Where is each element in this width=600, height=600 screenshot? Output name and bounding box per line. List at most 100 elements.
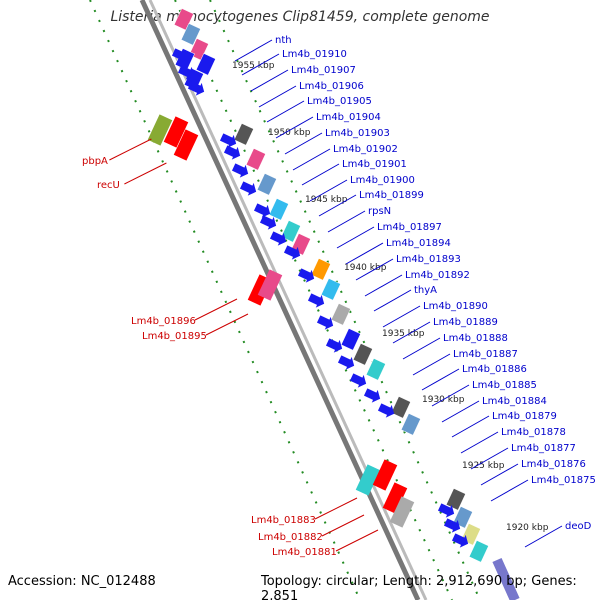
gene-block-forward	[340, 328, 361, 351]
ruler-tick-label: 1935 kbp	[382, 329, 425, 339]
gene-block-rect	[257, 269, 283, 301]
forward-leader-line	[460, 431, 499, 454]
gene-block-reverse	[355, 464, 381, 496]
forward-gene-label: Lm4b_01899	[359, 190, 424, 201]
forward-leader-line	[373, 289, 412, 312]
gene-block-forward	[310, 258, 331, 281]
gene-block-reverse	[382, 482, 408, 514]
forward-leader-line	[355, 258, 394, 281]
forward-leader-line	[250, 69, 289, 92]
reverse-gene-label: Lm4b_01896	[131, 316, 196, 327]
forward-gene-label: Lm4b_01876	[521, 459, 586, 470]
forward-gene-label: Lm4b_01887	[453, 349, 518, 360]
forward-gene-label: deoD	[565, 521, 592, 532]
accession-text: Accession: NC_012488	[8, 574, 156, 589]
gene-block-rect	[245, 148, 266, 171]
gene-arrow-forward	[297, 268, 315, 283]
gene-block-forward	[445, 488, 466, 511]
map-title: Listeria monocytogenes Clip81459, comple…	[110, 9, 490, 25]
arrow-shape	[231, 163, 249, 178]
gene-block-rect	[180, 23, 201, 46]
arrow-shape	[451, 533, 469, 548]
gene-block-rect	[280, 220, 301, 243]
forward-leader-line	[364, 274, 403, 297]
gene-arrow-forward	[283, 245, 301, 260]
arrow-shape	[437, 503, 455, 518]
arrow-shape	[349, 373, 367, 388]
forward-gene-label: Lm4b_01901	[342, 159, 407, 170]
gene-arrow-forward	[316, 315, 334, 330]
forward-gene-label: Lm4b_01905	[307, 96, 372, 107]
arrow-shape	[253, 203, 271, 218]
gene-block-forward	[195, 53, 216, 76]
arrow-shape	[239, 181, 257, 196]
gene-block-rect	[233, 123, 254, 146]
gene-arrow-forward	[349, 373, 367, 388]
forward-leader-line	[392, 321, 431, 344]
arrow-shape	[223, 145, 241, 160]
forward-gene-label: Lm4b_01879	[492, 411, 557, 422]
arrow-shape	[177, 65, 195, 80]
gene-arrow-forward	[239, 181, 257, 196]
forward-gene-label: Lm4b_01894	[386, 238, 451, 249]
gene-block-forward	[256, 173, 277, 196]
gene-block-rect	[389, 496, 415, 528]
forward-gene-label: Lm4b_01888	[443, 333, 508, 344]
forward-gene-label: Lm4b_01875	[531, 475, 596, 486]
gene-block-forward	[390, 396, 411, 419]
reverse-leader-line	[321, 514, 365, 537]
ruler-tick-label: 1945 kbp	[305, 195, 348, 205]
forward-leader-line	[421, 368, 460, 391]
forward-gene-label: Lm4b_01885	[472, 380, 537, 391]
arrow-shape	[307, 293, 325, 308]
gene-block-forward	[233, 123, 254, 146]
forward-leader-line	[382, 305, 421, 328]
gene-block-forward	[268, 198, 289, 221]
arrow-shape	[443, 518, 461, 533]
ruler-tick-label: 1955 kbp	[232, 61, 275, 71]
forward-gene-label: Lm4b_01877	[511, 443, 576, 454]
gene-block-forward	[173, 8, 194, 31]
forward-gene-label: Lm4b_01897	[377, 222, 442, 233]
axis-end-marker	[492, 557, 520, 600]
genome-axis-shadow	[148, 0, 428, 600]
topology-text: Topology: circular; Length: 2,912,690 bp…	[261, 574, 577, 600]
gene-block-rect	[330, 303, 351, 326]
forward-leader-line	[402, 337, 441, 360]
gene-arrow-forward	[337, 355, 355, 370]
arrow-shape	[337, 355, 355, 370]
forward-gene-label: Lm4b_01903	[325, 128, 390, 139]
gene-block-rect	[320, 278, 341, 301]
gene-block-rect	[468, 540, 489, 563]
genome-axis	[139, 0, 421, 600]
forward-gene-label: Lm4b_01893	[396, 254, 461, 265]
gene-block-reverse	[147, 114, 173, 146]
gene-arrow-forward	[437, 503, 455, 518]
forward-leader-line	[451, 415, 490, 438]
forward-leader-line	[275, 116, 314, 139]
gene-arrow-forward	[443, 518, 461, 533]
gene-block-forward	[400, 413, 421, 436]
forward-gene-label: Lm4b_01902	[333, 144, 398, 155]
forward-leader-line	[309, 179, 348, 202]
forward-gene-label: Lm4b_01900	[350, 175, 415, 186]
arrow-shape	[297, 268, 315, 283]
arrow-shape	[283, 245, 301, 260]
forward-leader-line	[345, 242, 384, 265]
gene-block-rect	[256, 173, 277, 196]
gene-arrow-forward	[253, 203, 271, 218]
ruler-tick-label: 1920 kbp	[506, 523, 549, 533]
gene-block-rect	[195, 53, 216, 76]
gene-features	[147, 8, 489, 563]
reverse-leader-line	[335, 529, 379, 552]
forward-gene-label: Lm4b_01910	[282, 49, 347, 60]
forward-leader-line	[258, 85, 297, 108]
gene-block-rect	[400, 413, 421, 436]
forward-leader-line	[480, 463, 519, 486]
forward-leader-line	[241, 53, 280, 76]
gene-arrow-forward	[259, 215, 277, 230]
gene-block-rect	[372, 459, 398, 491]
